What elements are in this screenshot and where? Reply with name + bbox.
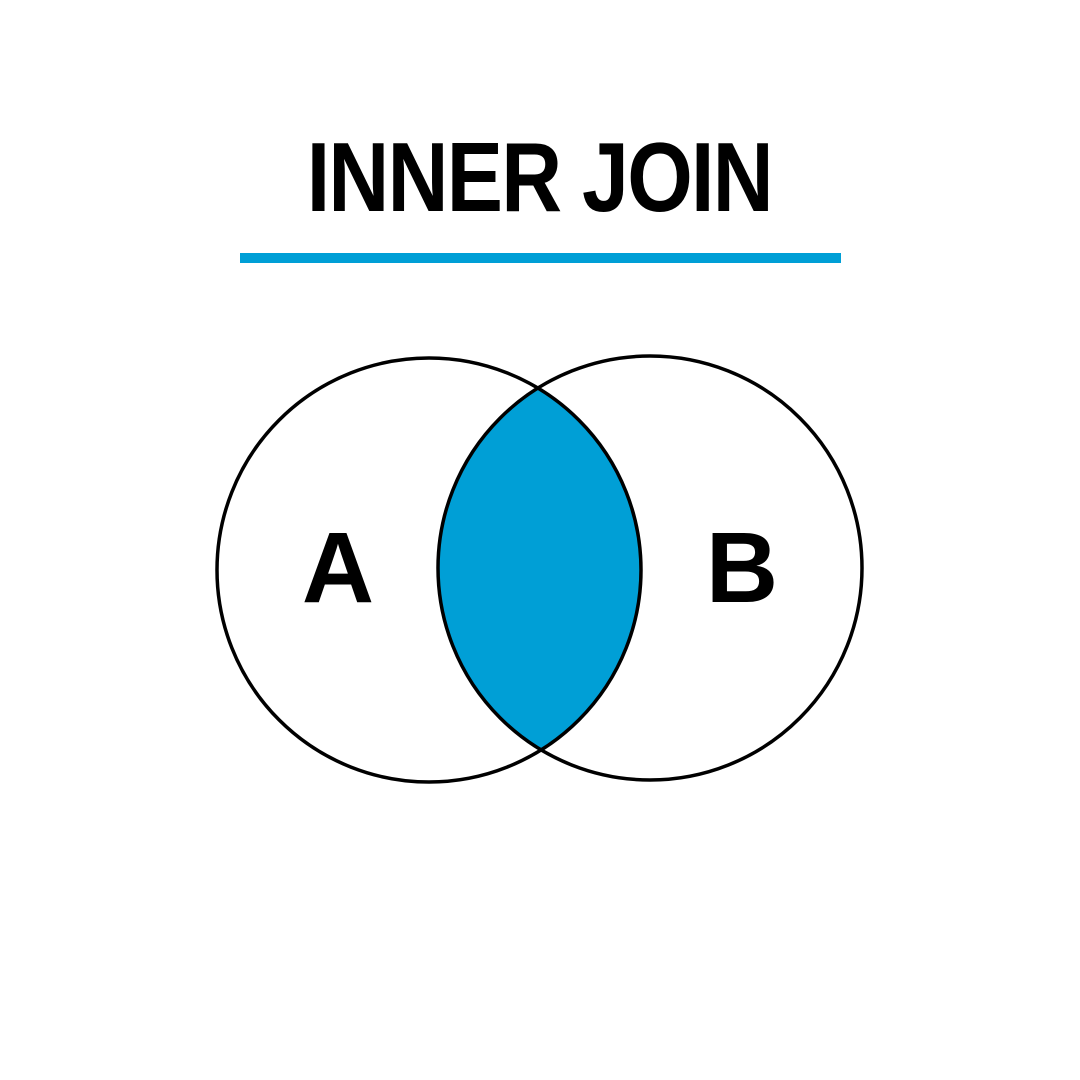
set-a-label: A [302, 512, 374, 624]
intersection-region [438, 358, 641, 780]
circle-b [436, 354, 864, 782]
circle-a [215, 356, 643, 784]
title-underline [240, 253, 841, 263]
set-b-label: B [706, 512, 778, 624]
page-title: INNER JOIN [306, 122, 774, 232]
